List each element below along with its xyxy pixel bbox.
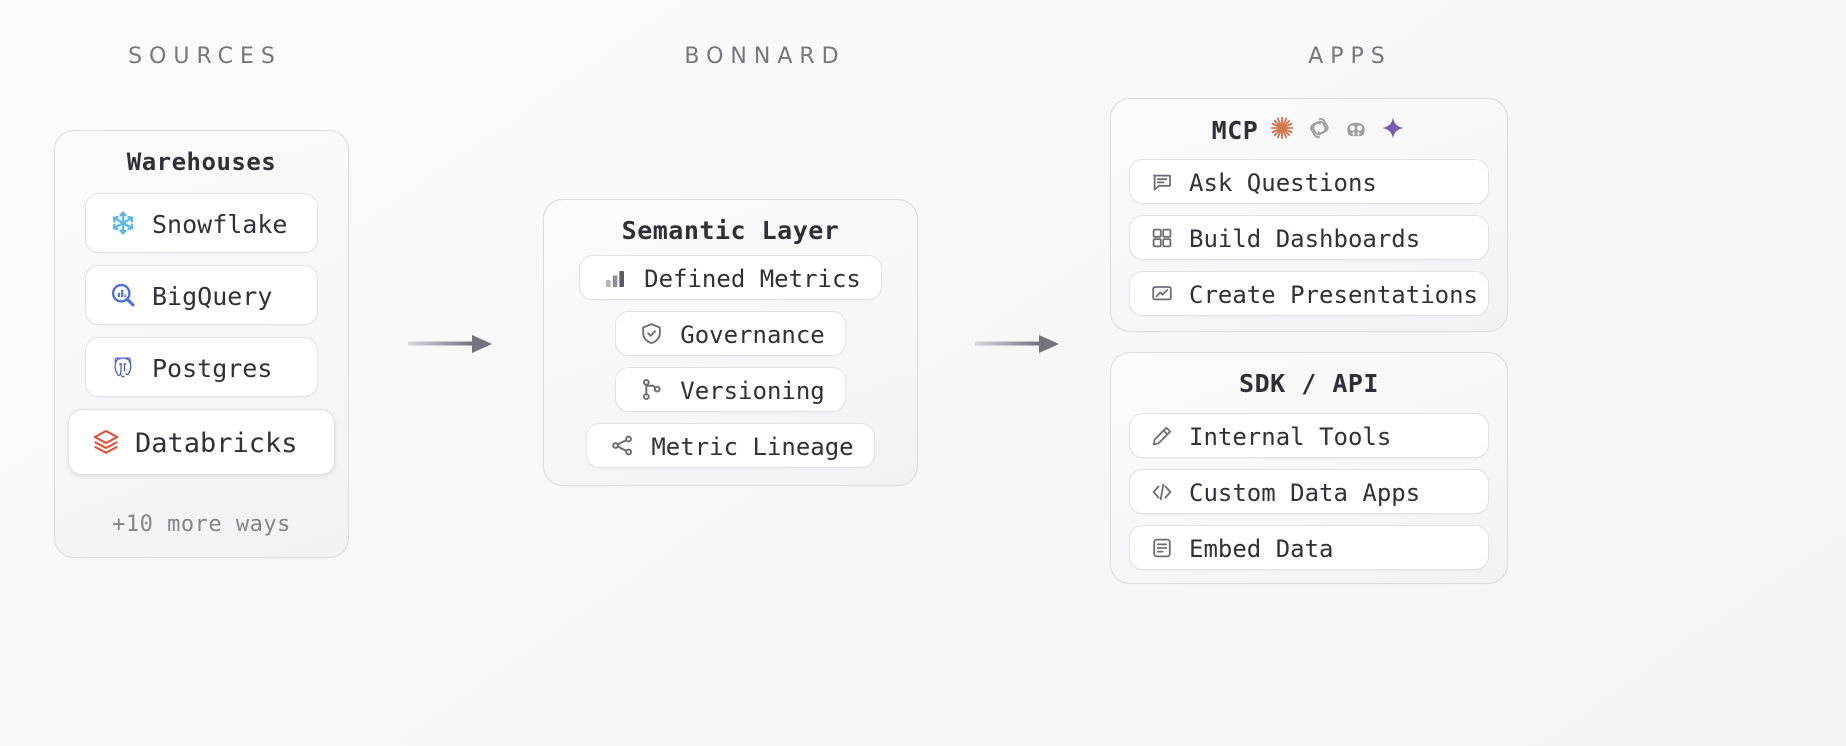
mcp-item-label: Ask Questions (1189, 168, 1377, 197)
semantic-item-label: Governance (680, 320, 825, 349)
presentation-chart-icon (1147, 279, 1177, 309)
semantic-item-versioning[interactable]: Versioning (615, 367, 846, 412)
semantic-layer-panel: Semantic Layer Defined Metrics (543, 199, 918, 486)
grid-icon (1147, 223, 1177, 253)
arrow-sources-to-bonnard (408, 330, 498, 362)
sdk-item-embed-data[interactable]: Embed Data (1129, 525, 1489, 570)
mcp-title-row: MCP (1111, 115, 1507, 145)
git-branch-icon (636, 375, 666, 405)
openai-logo (1306, 115, 1332, 145)
anthropic-logo (1269, 115, 1295, 145)
bar-chart-icon (600, 263, 630, 293)
warehouse-label: BigQuery (152, 281, 273, 311)
column-header-sources: SOURCES (128, 44, 282, 69)
warehouse-label: Databricks (135, 427, 298, 459)
semantic-item-defined-metrics[interactable]: Defined Metrics (579, 255, 882, 300)
mcp-item-create-presentations[interactable]: Create Presentations (1129, 271, 1489, 316)
sdk-item-label: Internal Tools (1189, 422, 1392, 451)
bigquery-icon (108, 280, 138, 310)
sdk-item-internal-tools[interactable]: Internal Tools (1129, 413, 1489, 458)
code-brackets-icon (1147, 477, 1177, 507)
sdk-title-row: SDK / API (1111, 369, 1507, 398)
mcp-title: MCP (1211, 115, 1259, 145)
copilot-logo (1343, 115, 1369, 145)
databricks-icon (91, 427, 121, 457)
warehouse-label: Postgres (152, 353, 273, 383)
warehouse-item-postgres[interactable]: Postgres (85, 337, 318, 397)
semantic-layer-title: Semantic Layer (621, 216, 840, 245)
warehouse-item-bigquery[interactable]: BigQuery (85, 265, 318, 325)
sdk-capability-list: Internal Tools Custom Data Apps (1129, 413, 1489, 570)
pencil-icon (1147, 421, 1177, 451)
warehouses-title: Warehouses (126, 148, 277, 176)
semantic-item-governance[interactable]: Governance (615, 311, 846, 356)
postgres-icon (108, 352, 138, 382)
column-header-apps: APPS (1308, 44, 1392, 69)
more-sources-label: +10 more ways (112, 512, 291, 537)
semantic-item-label: Defined Metrics (644, 264, 861, 293)
mcp-panel: MCP (1110, 98, 1508, 332)
semantic-item-label: Versioning (680, 376, 825, 405)
shield-check-icon (636, 319, 666, 349)
warehouse-item-databricks[interactable]: Databricks (68, 409, 335, 475)
semantic-item-label: Metric Lineage (651, 432, 854, 461)
sdk-api-title: SDK / API (1239, 369, 1379, 398)
warehouses-panel: Warehouses (54, 130, 349, 558)
mcp-capability-list: Ask Questions Build Dashboards (1129, 159, 1489, 316)
arrow-bonnard-to-apps (975, 330, 1065, 362)
sdk-api-panel: SDK / API Internal Tools (1110, 352, 1508, 584)
warehouse-item-snowflake[interactable]: Snowflake (85, 193, 318, 253)
semantic-feature-list: Defined Metrics Governance (544, 255, 917, 468)
sdk-item-label: Custom Data Apps (1189, 478, 1421, 507)
column-header-bonnard: BONNARD (684, 44, 846, 69)
sdk-item-label: Embed Data (1189, 534, 1334, 563)
share-network-icon (607, 431, 637, 461)
sdk-item-custom-data-apps[interactable]: Custom Data Apps (1129, 469, 1489, 514)
snowflake-icon (108, 208, 138, 238)
gemini-logo (1380, 115, 1406, 145)
warehouse-list: Snowflake BigQuery (68, 193, 335, 475)
message-square-icon (1147, 167, 1177, 197)
mcp-item-build-dashboards[interactable]: Build Dashboards (1129, 215, 1489, 260)
document-icon (1147, 533, 1177, 563)
mcp-item-label: Create Presentations (1189, 280, 1478, 309)
mcp-item-label: Build Dashboards (1189, 224, 1421, 253)
semantic-item-metric-lineage[interactable]: Metric Lineage (586, 423, 875, 468)
warehouse-label: Snowflake (152, 209, 288, 239)
mcp-item-ask-questions[interactable]: Ask Questions (1129, 159, 1489, 204)
